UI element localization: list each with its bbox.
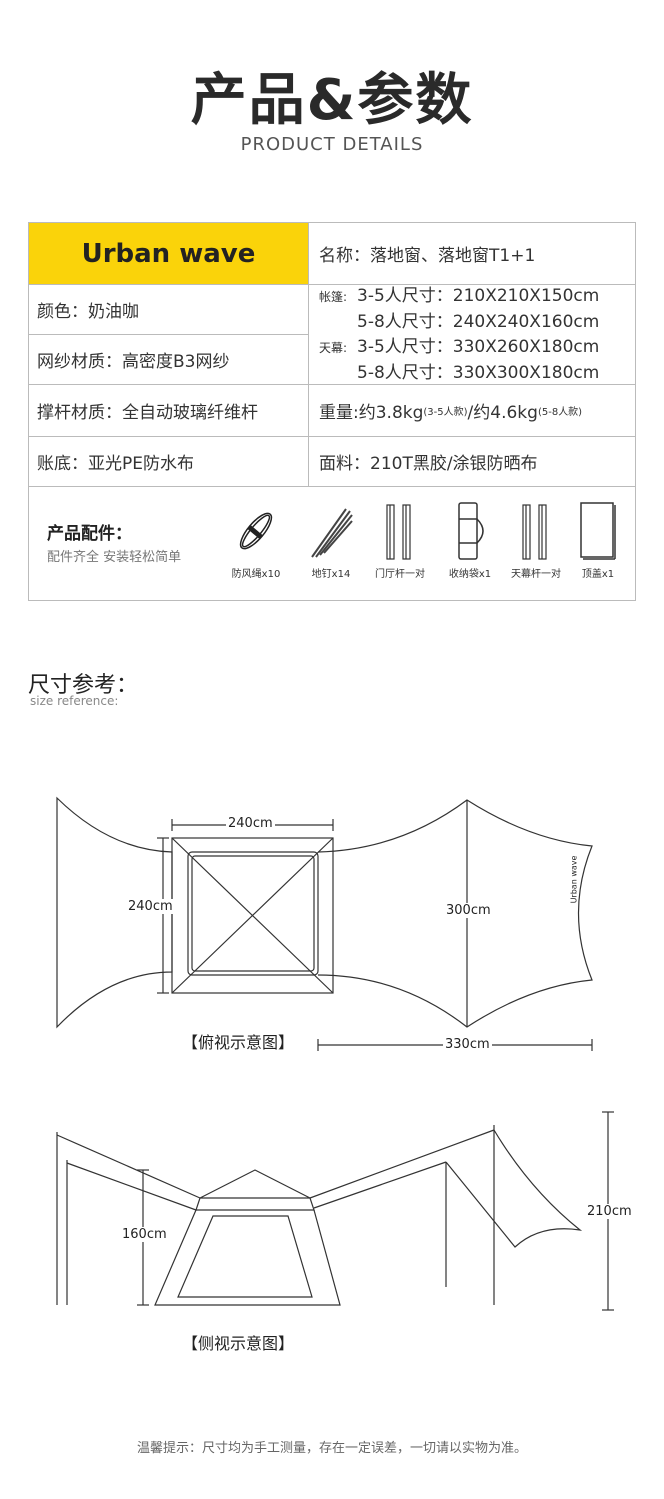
canopy-prefix: 天幕: [319, 340, 348, 355]
accessory-label: 收纳袋x1 [448, 569, 492, 580]
mesh-cell: 网纱材质：高密度B3网纱 [29, 335, 309, 385]
accessory-canopy-poles: 天幕杆一对 [501, 501, 571, 580]
top-depth-label: 240cm [126, 899, 175, 914]
page-title: 产品&参数 [190, 68, 474, 133]
accessories-subtitle: 配件齐全 安装轻松简单 [47, 550, 182, 565]
accessories-title: 产品配件： [47, 524, 132, 544]
size-title: 尺寸参考： [28, 673, 139, 698]
weight-b-note: (5-8人款) [537, 407, 583, 418]
dim-row: 3-5人尺寸：330X260X180cm [357, 336, 600, 357]
canopy-height-label: 210cm [585, 1204, 634, 1219]
name-cell: 名称：落地窗、落地窗T1+1 [309, 223, 635, 285]
pole-cell: 撑杆材质：全自动玻璃纤维杆 [29, 385, 309, 437]
tent-prefix: 帐篷: [319, 289, 348, 304]
side-view-caption: 【侧视示意图】 [182, 1334, 295, 1353]
top-width-label: 240cm [226, 816, 275, 831]
accessory-top-cover: 顶盖x1 [563, 501, 633, 580]
top-view-caption: 【俯视示意图】 [182, 1033, 295, 1052]
cover-icon [580, 502, 616, 560]
pole-icon [522, 504, 547, 560]
stake-icon [311, 508, 353, 558]
brand-cell: Urban wave [29, 223, 309, 285]
color-cell: 颜色：奶油咖 [29, 285, 309, 335]
fabric-cell: 面料：210T黑胶/涂银防晒布 [309, 437, 635, 487]
accessory-label: 防风绳x10 [231, 569, 281, 580]
floor-cell: 账底：亚光PE防水布 [29, 437, 309, 487]
rope-icon [239, 512, 273, 550]
weight-cell: 重量:约3.8kg(3-5人款)/约4.6kg(5-8人款) [309, 385, 635, 437]
accessory-bag: 收纳袋x1 [435, 501, 505, 580]
bag-icon [458, 502, 484, 560]
page-subtitle: PRODUCT DETAILS [240, 134, 424, 155]
canopy-length-label: 330cm [443, 1037, 492, 1052]
spec-table: Urban wave 名称：落地窗、落地窗T1+1 颜色：奶油咖 网纱材质：高密… [28, 222, 636, 601]
dim-row: 5-8人尺寸：240X240X160cm [357, 311, 600, 332]
top-view-drawing [56, 796, 593, 1051]
side-view-drawing [56, 1111, 614, 1311]
accessory-rope: 防风绳x10 [221, 501, 291, 580]
canopy-width-label: 300cm [444, 903, 493, 918]
accessory-label: 地钉x14 [311, 569, 351, 580]
accessory-stakes: 地钉x14 [296, 501, 366, 580]
dim-row: 5-8人尺寸：330X300X180cm [357, 362, 600, 383]
footer-note: 温馨提示：尺寸均为手工测量，存在一定误差，一切请以实物为准。 [136, 1441, 527, 1456]
accessory-label: 门厅杆一对 [375, 569, 425, 580]
canopy-logo: Urban wave [569, 855, 579, 904]
size-subtitle: size reference: [30, 694, 119, 708]
dim-row: 3-5人尺寸：210X210X150cm [357, 285, 600, 306]
pole-icon [386, 504, 411, 560]
accessory-label: 天幕杆一对 [511, 569, 561, 580]
weight-a: 重量:约3.8kg [319, 403, 424, 423]
weight-b: /约4.6kg [467, 403, 538, 423]
dimensions-cell: 帐篷: 3-5人尺寸：210X210X150cm 5-8人尺寸：240X240X1… [309, 285, 635, 385]
tent-height-label: 160cm [120, 1227, 169, 1242]
accessories-row: 产品配件： 配件齐全 安装轻松简单 防风绳x10 地钉x14 门厅杆一对 收纳袋… [29, 487, 635, 601]
weight-a-note: (3-5人款) [423, 407, 468, 418]
accessory-door-poles: 门厅杆一对 [365, 501, 435, 580]
accessory-label: 顶盖x1 [581, 569, 615, 580]
